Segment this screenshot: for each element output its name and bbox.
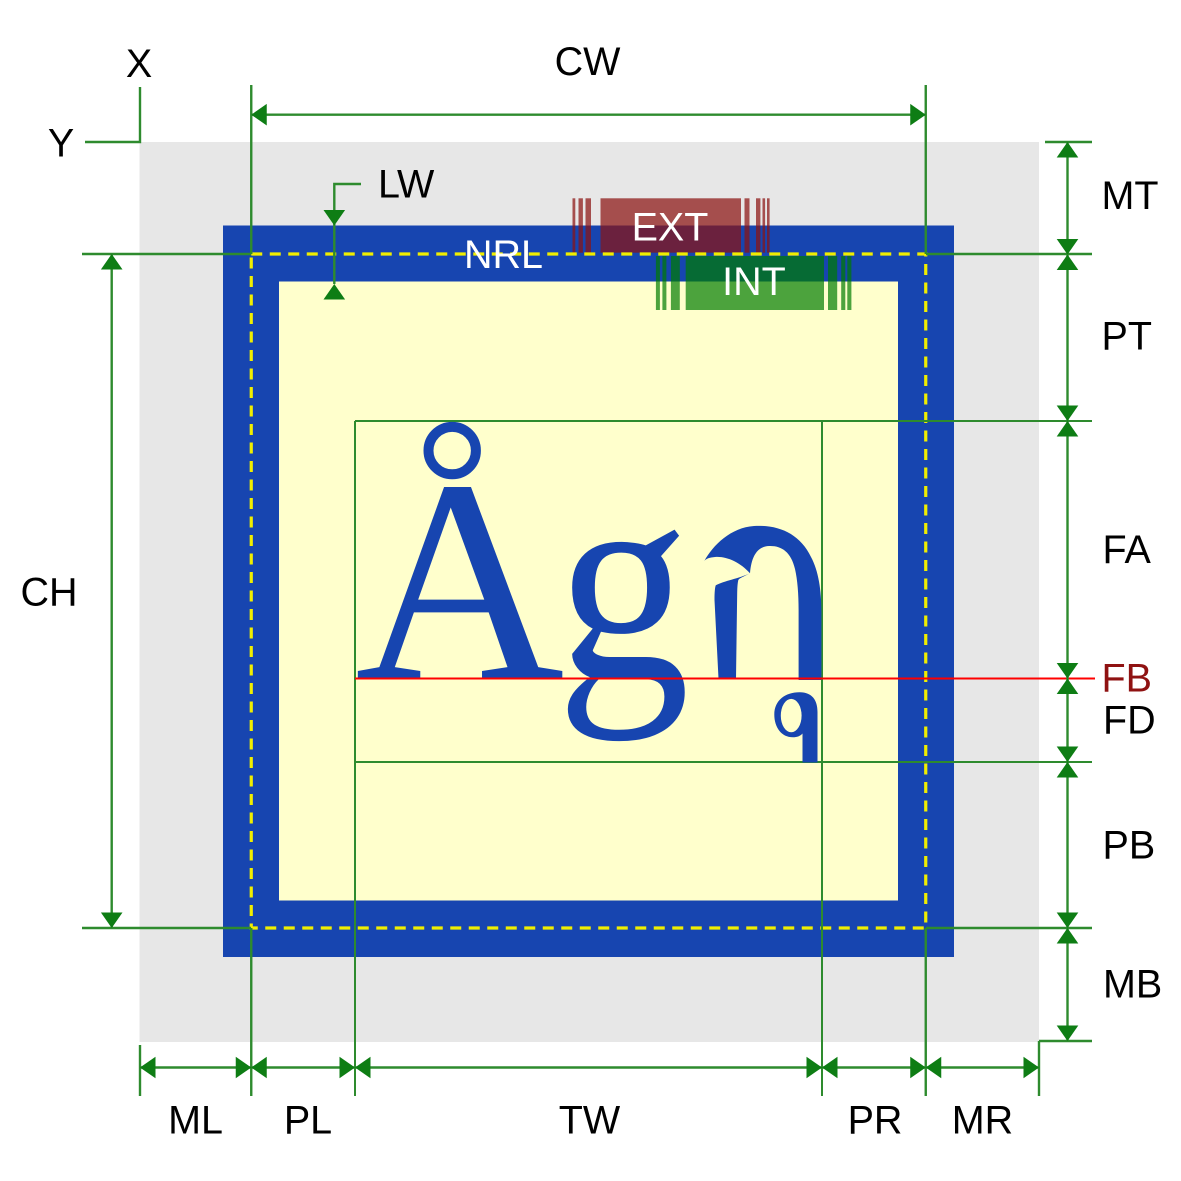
svg-text:LW: LW	[378, 163, 435, 207]
svg-text:PT: PT	[1102, 315, 1152, 359]
svg-text:EXT: EXT	[632, 206, 709, 250]
svg-text:FA: FA	[1103, 528, 1152, 572]
svg-text:X: X	[126, 42, 152, 86]
svg-text:PL: PL	[284, 1099, 332, 1143]
svg-text:MR: MR	[952, 1099, 1013, 1143]
svg-text:NRL: NRL	[464, 233, 543, 277]
svg-text:PB: PB	[1103, 824, 1156, 868]
svg-text:MT: MT	[1102, 174, 1159, 218]
svg-text:MB: MB	[1103, 963, 1162, 1007]
svg-text:ML: ML	[168, 1099, 223, 1143]
svg-text:Y: Y	[48, 122, 74, 166]
svg-text:TW: TW	[559, 1099, 621, 1143]
svg-text:g: g	[556, 421, 689, 742]
svg-text:CW: CW	[555, 40, 622, 84]
svg-text:CH: CH	[20, 571, 77, 615]
svg-text:FD: FD	[1103, 699, 1156, 743]
svg-text:PR: PR	[848, 1099, 903, 1143]
svg-text:INT: INT	[722, 260, 786, 304]
svg-text:FB: FB	[1102, 657, 1152, 701]
